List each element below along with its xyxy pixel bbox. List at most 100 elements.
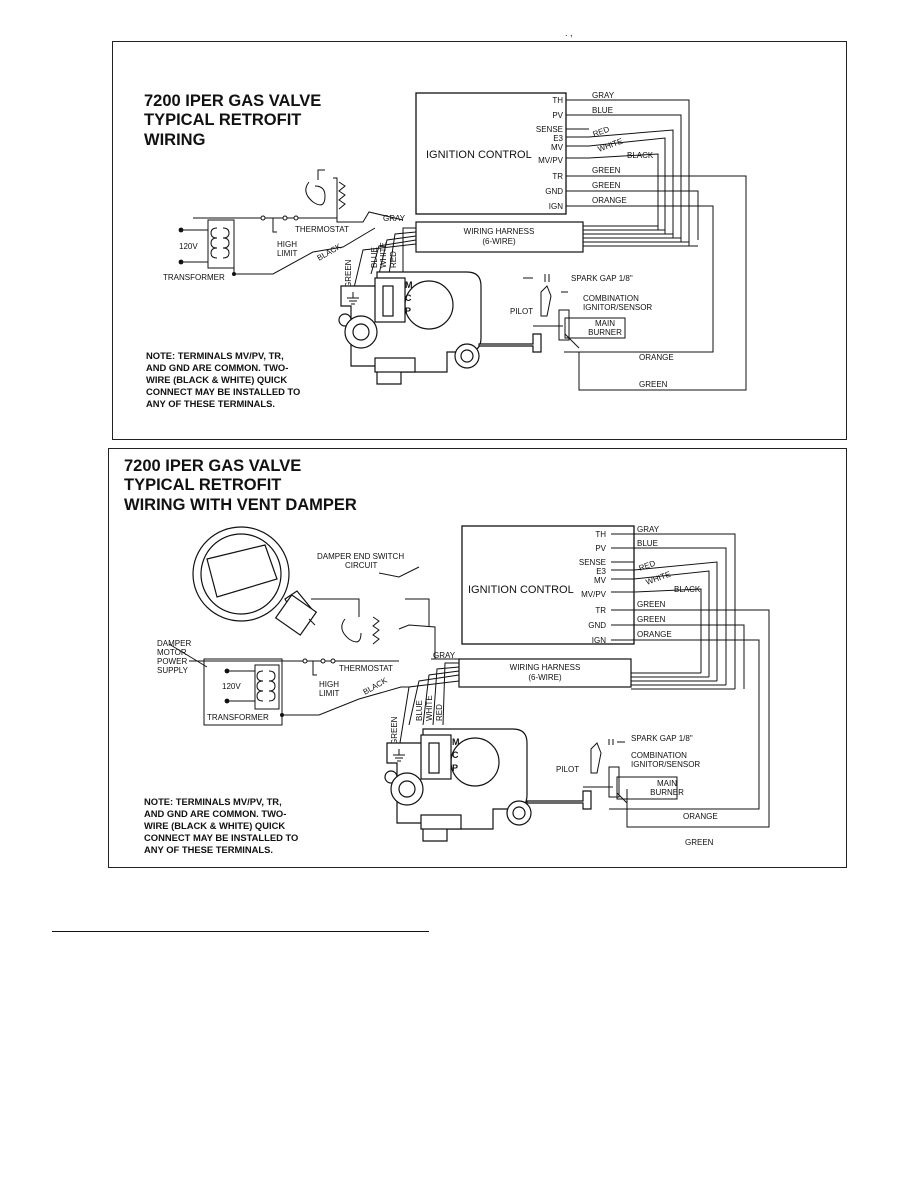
- vent-damper: [192, 526, 318, 636]
- diagram2-title-line-2: TYPICAL RETROFIT: [124, 476, 281, 494]
- thermostat2-label: THERMOSTAT: [339, 664, 393, 673]
- wire-label-red: RED: [592, 125, 611, 139]
- terminal2-tr: TR: [595, 606, 606, 615]
- note-line-5: ANY OF THESE TERMINALS.: [146, 398, 275, 409]
- wiring-diagram-1: 7200 IPER GAS VALVE TYPICAL RETROFIT WIR…: [144, 91, 747, 409]
- note2-line-2: AND GND ARE COMMON. TWO-: [144, 808, 286, 819]
- green2-bottom-label: GREEN: [685, 838, 714, 847]
- main-burner2-label-2: BURNER: [650, 788, 684, 797]
- valve-letter-p: P: [405, 306, 411, 316]
- gas-valve: [338, 271, 542, 385]
- ignitor2-label: COMBINATION: [631, 751, 687, 760]
- terminal-e3: E3: [553, 134, 563, 143]
- note2-line-4: CONNECT MAY BE INSTALLED TO: [144, 832, 298, 843]
- terminal-mv: MV: [551, 143, 564, 152]
- damper-motor-label-4: SUPPLY: [157, 666, 189, 675]
- note-line-1: NOTE: TERMINALS MV/PV, TR,: [146, 350, 284, 361]
- diagram-title-line-2: TYPICAL RETROFIT: [144, 111, 301, 129]
- damper-switch-label-2: CIRCUIT: [345, 561, 378, 570]
- high-limit2-label-2: LIMIT: [319, 689, 340, 698]
- label2-red-vertical: RED: [435, 704, 444, 721]
- pilot-assembly: [523, 274, 626, 349]
- terminal2-mvpv: MV/PV: [581, 590, 607, 599]
- wire2-label-blue: BLUE: [637, 539, 658, 548]
- pilot-assembly-2: [583, 739, 678, 804]
- wiring-diagram-2: 7200 IPER GAS VALVE TYPICAL RETROFIT WIR…: [124, 457, 770, 855]
- page-top: . ,: [565, 28, 573, 38]
- note2-line-1: NOTE: TERMINALS MV/PV, TR,: [144, 796, 282, 807]
- wire-label-gray: GRAY: [592, 91, 615, 100]
- wiring-harness: WIRING HARNESS (6-WIRE): [352, 221, 698, 293]
- wiring-diagram-panel-2: 7200 IPER GAS VALVE TYPICAL RETROFIT WIR…: [108, 448, 847, 868]
- terminal-th: TH: [552, 96, 563, 105]
- wire2-label-red: RED: [638, 559, 657, 573]
- note2-line-3: WIRE (BLACK & WHITE) QUICK: [144, 820, 285, 831]
- terminal-ign: IGN: [549, 202, 563, 211]
- orange2-bottom-label: ORANGE: [683, 812, 718, 821]
- terminal-mvpv: MV/PV: [538, 156, 564, 165]
- wire2-label-green-tr: GREEN: [637, 600, 666, 609]
- high-limit-label-2: LIMIT: [277, 249, 298, 258]
- valve2-letter-p: P: [452, 763, 458, 773]
- wire-label-green-tr: GREEN: [592, 166, 621, 175]
- pilot-label: PILOT: [510, 307, 533, 316]
- orange-bottom-label: ORANGE: [639, 353, 674, 362]
- note-line-4: CONNECT MAY BE INSTALLED TO: [146, 386, 300, 397]
- wire-label-black: BLACK: [627, 151, 654, 160]
- diagram-title-line-3: WIRING: [144, 131, 205, 149]
- black-wire-label: BLACK: [316, 241, 344, 262]
- note-line-3: WIRE (BLACK & WHITE) QUICK: [146, 374, 287, 385]
- damper-motor-label-3: POWER: [157, 657, 187, 666]
- terminal2-ign: IGN: [592, 636, 606, 645]
- valve-letter-c: C: [405, 293, 412, 303]
- terminal-gnd: GND: [545, 187, 563, 196]
- damper-switch-label: DAMPER END SWITCH: [317, 552, 404, 561]
- diagram2-title-line-3: WIRING WITH VENT DAMPER: [124, 496, 357, 514]
- main-burner2-label: MAIN: [657, 779, 677, 788]
- main-burner-label: MAIN: [595, 319, 615, 328]
- spark-gap-label: SPARK GAP 1/8": [571, 274, 633, 283]
- top-mark: . ,: [565, 28, 573, 38]
- ignition-control-label: IGNITION CONTROL: [426, 149, 532, 161]
- note2-line-5: ANY OF THESE TERMINALS.: [144, 844, 273, 855]
- ignitor2-label-2: IGNITOR/SENSOR: [631, 760, 700, 769]
- thermostat-label: THERMOSTAT: [295, 225, 349, 234]
- terminal2-mv: MV: [594, 576, 607, 585]
- terminal2-e3: E3: [596, 567, 606, 576]
- harness2-sublabel: (6-WIRE): [528, 673, 562, 682]
- ground-icon: [347, 292, 359, 305]
- wiring-harness-2: WIRING HARNESS (6-WIRE): [398, 658, 735, 750]
- wire2-label-green-gnd: GREEN: [637, 615, 666, 624]
- high-limit2-label: HIGH: [319, 680, 339, 689]
- wire-label-blue: BLUE: [592, 106, 613, 115]
- label-red-vertical: RED: [389, 251, 398, 268]
- wire-label-orange: ORANGE: [592, 196, 627, 205]
- gray2-wire-label: GRAY: [433, 651, 456, 660]
- separator-rule: [52, 931, 429, 932]
- control-wires: [564, 99, 747, 391]
- terminal2-pv: PV: [595, 544, 606, 553]
- ignition-control-label-2: IGNITION CONTROL: [468, 584, 574, 596]
- control-wires-2: [609, 533, 770, 828]
- wire-label-green-gnd: GREEN: [592, 181, 621, 190]
- wire2-label-black: BLACK: [674, 585, 701, 594]
- terminal-sense: SENSE: [536, 125, 563, 134]
- gray-wire-label: GRAY: [383, 214, 406, 223]
- terminal2-sense: SENSE: [579, 558, 606, 567]
- wire2-label-orange: ORANGE: [637, 630, 672, 639]
- terminal-pv: PV: [552, 111, 563, 120]
- transformer2-label: TRANSFORMER: [207, 713, 269, 722]
- terminal-tr: TR: [552, 172, 563, 181]
- valve2-letter-m: M: [452, 737, 460, 747]
- wire2-label-gray: GRAY: [637, 525, 660, 534]
- voltage-label: 120V: [179, 242, 198, 251]
- harness2-label: WIRING HARNESS: [510, 663, 581, 672]
- green-bottom-label: GREEN: [639, 380, 668, 389]
- label-blue-vertical: BLUE: [370, 247, 379, 268]
- pilot2-label: PILOT: [556, 765, 579, 774]
- harness-label: WIRING HARNESS: [464, 227, 535, 236]
- main-burner-label-2: BURNER: [588, 328, 622, 337]
- ignitor-label: COMBINATION: [583, 294, 639, 303]
- damper-motor-label-2: MOTOR: [157, 648, 187, 657]
- ground-icon-2: [393, 749, 405, 762]
